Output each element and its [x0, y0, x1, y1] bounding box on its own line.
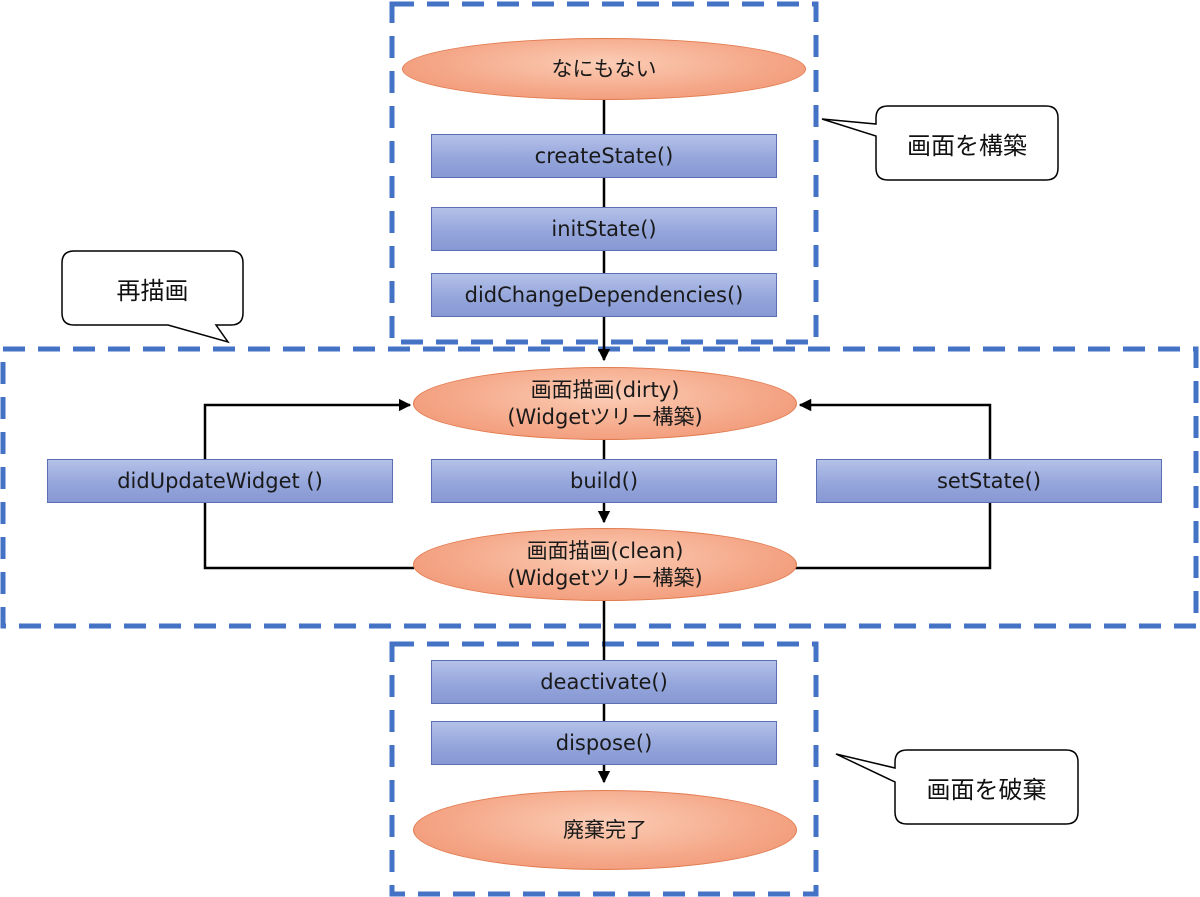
callout-dispose-shape — [835, 749, 1079, 825]
state-clean: 画面描画(clean) (Widgetツリー構築) — [413, 528, 797, 601]
create-state-label: createState() — [534, 144, 674, 168]
did-update-widget-label: didUpdateWidget () — [117, 469, 323, 493]
init-state-label: initState() — [551, 217, 657, 241]
dispose-label: dispose() — [555, 731, 653, 755]
callout-redraw-text: 再描画 — [116, 276, 189, 305]
state-clean-line2: (Widgetツリー構築) — [507, 565, 703, 590]
deactivate-label: deactivate() — [540, 670, 668, 694]
state-dirty-line1: 画面描画(dirty) — [530, 377, 680, 402]
state-nothing: なにもない — [402, 38, 806, 100]
callout-build-shape — [821, 105, 1059, 181]
init-state-box: initState() — [431, 207, 777, 251]
set-state-box: setState() — [816, 459, 1162, 503]
dispose-box: dispose() — [431, 721, 777, 765]
build-group-border — [389, 1, 819, 345]
state-dirty: 画面描画(dirty) (Widgetツリー構築) — [413, 367, 797, 440]
state-clean-line1: 画面描画(clean) — [526, 538, 684, 563]
set-state-label: setState() — [936, 469, 1042, 493]
build-box: build() — [431, 459, 777, 503]
deactivate-box: deactivate() — [431, 660, 777, 704]
callout-redraw-shape — [61, 250, 244, 344]
callout-dispose-text: 画面を破棄 — [926, 775, 1047, 804]
state-dirty-line2: (Widgetツリー構築) — [507, 404, 703, 429]
create-state-box: createState() — [431, 134, 777, 178]
state-nothing-label: なにもない — [551, 56, 657, 81]
state-disposed-label: 廃棄完了 — [563, 817, 647, 842]
did-change-dependencies-label: didChangeDependencies() — [464, 283, 744, 307]
state-disposed: 廃棄完了 — [413, 790, 797, 870]
build-label: build() — [569, 469, 639, 493]
did-update-widget-box: didUpdateWidget () — [47, 459, 393, 503]
callout-build-text: 画面を構築 — [907, 131, 1027, 160]
did-change-dependencies-box: didChangeDependencies() — [431, 273, 777, 317]
